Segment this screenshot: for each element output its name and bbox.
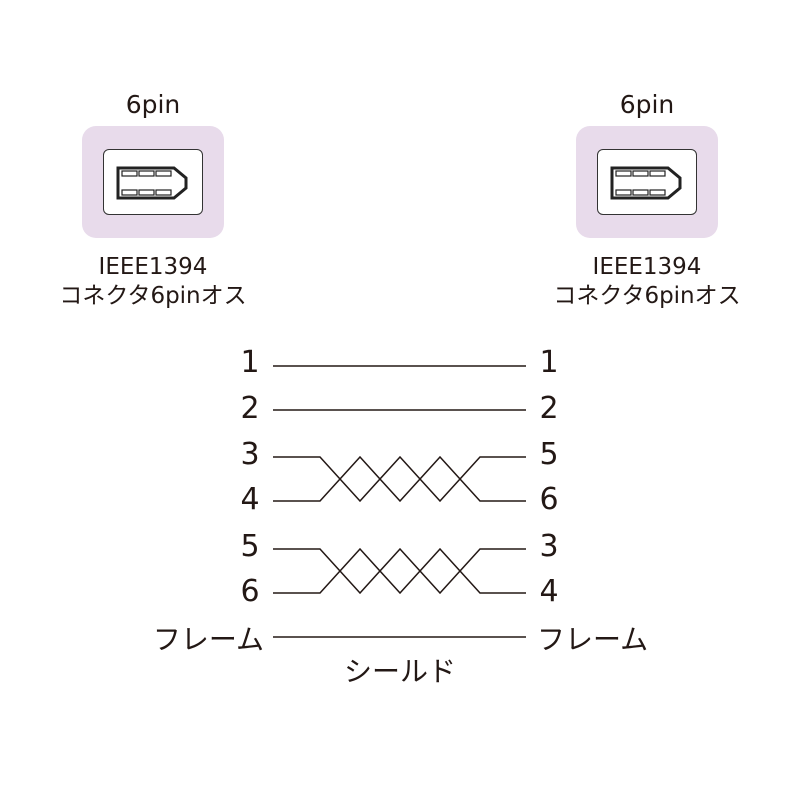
wire-4 xyxy=(273,455,526,503)
right-pin-5: 3 xyxy=(539,529,559,564)
left-pin-6: 6 xyxy=(240,574,260,609)
left-pin-4: 4 xyxy=(240,482,260,517)
wire-3 xyxy=(273,455,526,503)
right-pin-2: 2 xyxy=(539,391,559,426)
left-name-line2: コネクタ6pinオス xyxy=(59,283,247,309)
left-pin-3: 3 xyxy=(240,437,260,472)
left-pin-2: 2 xyxy=(240,391,260,426)
right-name-line2: コネクタ6pinオス xyxy=(553,283,741,309)
left-frame-label: フレーム xyxy=(152,623,264,656)
right-pin-4: 6 xyxy=(539,482,559,517)
right-connector-name: IEEE1394 コネクタ6pinオス xyxy=(497,253,797,311)
left-name-line1: IEEE1394 xyxy=(98,254,208,280)
right-frame-label: フレーム xyxy=(537,623,649,656)
right-connector-icon xyxy=(576,126,718,238)
shield-label: シールド xyxy=(343,655,456,688)
right-pin-3: 5 xyxy=(539,437,559,472)
left-pin-label: 6pin xyxy=(125,90,181,119)
left-pin-5: 5 xyxy=(240,529,260,564)
left-connector-icon xyxy=(82,126,224,238)
wire-6 xyxy=(273,547,526,595)
right-name-line1: IEEE1394 xyxy=(592,254,702,280)
wire-5 xyxy=(273,547,526,595)
right-pin-1: 1 xyxy=(539,345,559,380)
right-pin-label: 6pin xyxy=(619,90,675,119)
left-connector-name: IEEE1394 コネクタ6pinオス xyxy=(3,253,303,311)
left-pin-1: 1 xyxy=(240,345,260,380)
right-pin-6: 4 xyxy=(539,574,559,609)
